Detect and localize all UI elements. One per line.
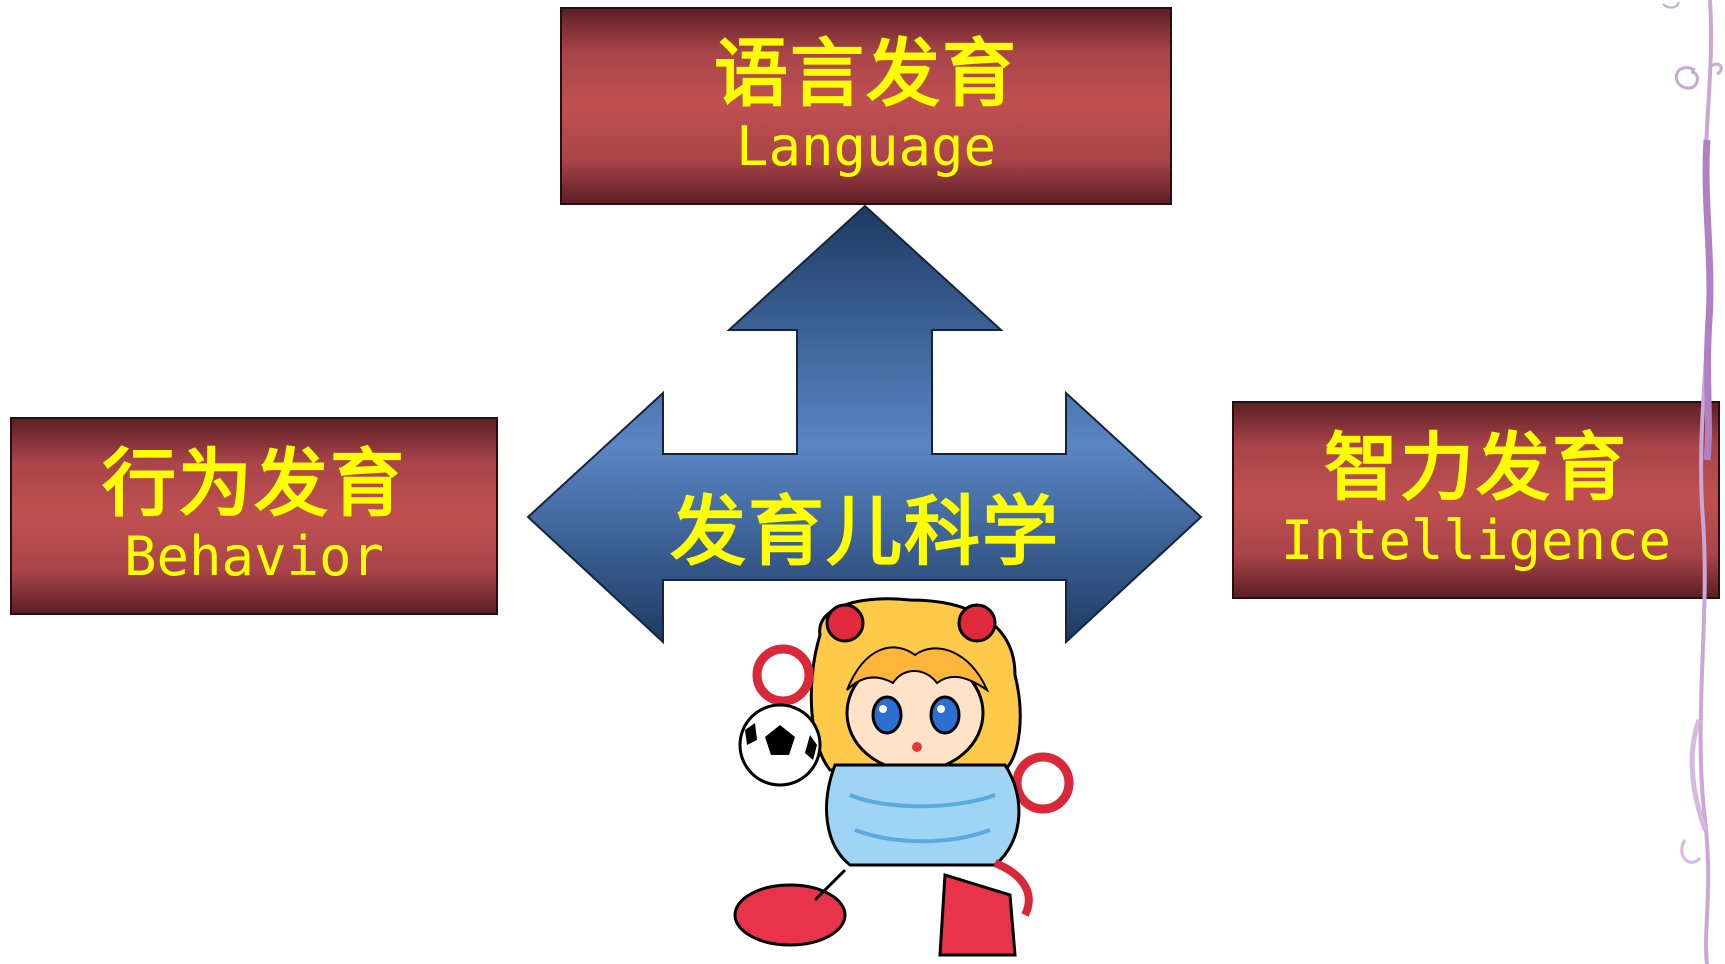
behavior-zh-label: 行为发育: [102, 441, 406, 528]
behavior-box: 行为发育 Behavior: [10, 417, 498, 615]
arrow-shape: [526, 204, 1203, 645]
center-label: 发育儿科学: [670, 487, 1060, 576]
behavior-en-label: Behavior: [123, 524, 385, 588]
intelligence-en-label: Intelligence: [1280, 508, 1672, 572]
vine-border-decoration-icon: [1662, 0, 1723, 964]
intelligence-box: 智力发育 Intelligence: [1232, 401, 1720, 599]
language-box: 语言发育 Language: [560, 7, 1172, 205]
mascot-icon: [733, 597, 1074, 957]
intelligence-zh-label: 智力发育: [1324, 425, 1628, 512]
language-zh-label: 语言发育: [714, 31, 1018, 118]
language-en-label: Language: [735, 114, 997, 178]
